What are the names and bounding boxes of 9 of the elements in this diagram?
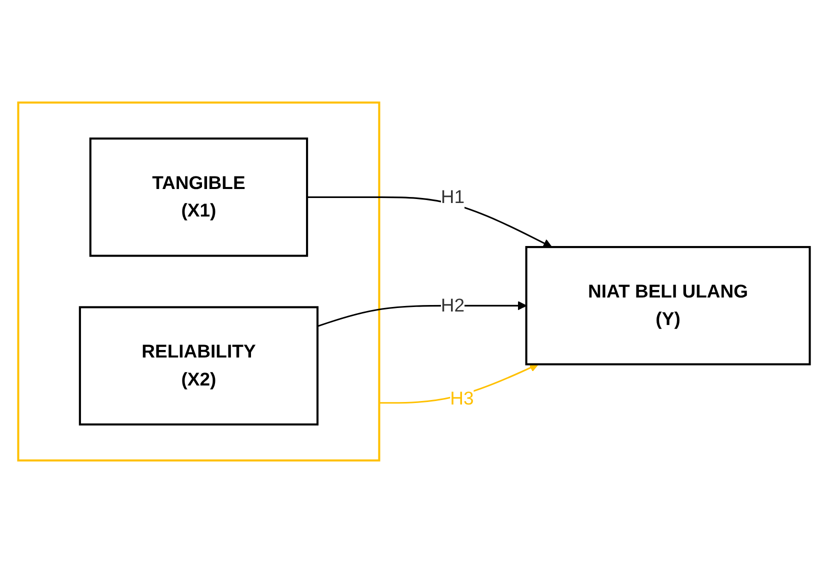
edge-label: H1 [440,186,465,207]
arrow [307,196,552,248]
node-box: TANGIBLE (X1) [89,138,308,257]
cluster [17,102,380,462]
node-box: NIAT BELI ULANG (Y) [525,246,811,366]
edge-label: H3 [450,388,474,408]
arrow [317,301,527,327]
node-box: RELIABILITY (X2) [78,306,319,426]
edge-label: H2 [440,294,465,316]
